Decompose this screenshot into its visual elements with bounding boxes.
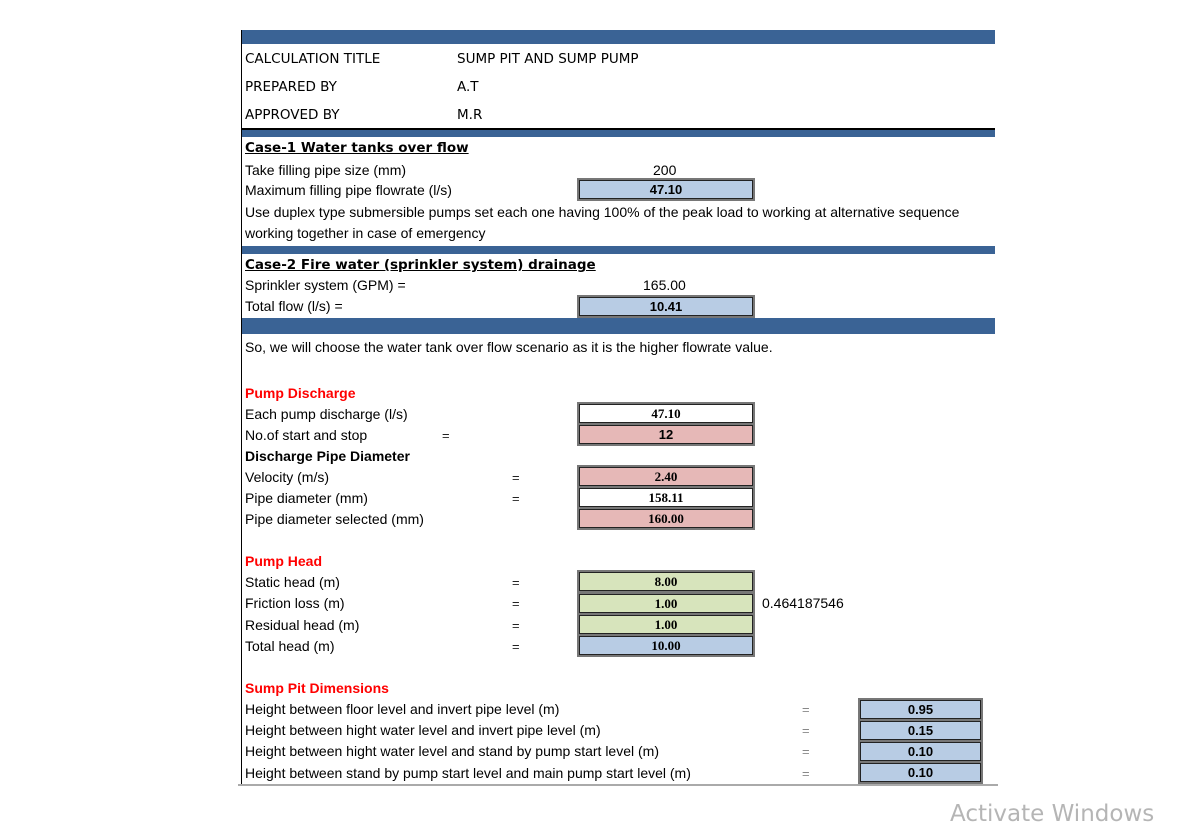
flow-value: 47.10 — [577, 178, 755, 201]
pit-row-label: Height between hight water level and sta… — [245, 743, 659, 759]
total-flow-value: 10.41 — [577, 295, 755, 318]
section-band — [242, 246, 995, 254]
note-line-1: Use duplex type submersible pumps set ea… — [245, 204, 960, 220]
equals: = — [802, 766, 810, 781]
pit-row-label: Height between floor level and invert pi… — [245, 701, 560, 717]
starts-value: 12 — [577, 423, 755, 446]
sump-pit-heading: Sump Pit Dimensions — [245, 680, 389, 696]
gpm-label: Sprinkler system (GPM) = — [245, 277, 406, 293]
prepared-by-value: A.T — [457, 79, 479, 95]
pit-row-label: Height between stand by pump start level… — [245, 765, 691, 781]
each-pump-value: 47.10 — [577, 402, 755, 425]
calc-title-label: CALCULATION TITLE — [245, 51, 381, 67]
equals: = — [802, 702, 810, 717]
pipe-size-label: Take filling pipe size (mm) — [245, 162, 407, 178]
friction-value: 1.00 — [577, 592, 755, 615]
selected-diameter-value: 160.00 — [577, 507, 755, 530]
pit-row-label: Height between hight water level and inv… — [245, 722, 601, 738]
case1-heading: Case-1 Water tanks over flow — [245, 140, 469, 156]
section-band — [242, 318, 995, 334]
diameter-value: 158.11 — [577, 486, 755, 509]
approved-by-value: M.R — [457, 107, 483, 123]
pit-row-value: 0.10 — [858, 740, 983, 763]
bottom-border — [238, 784, 998, 786]
residual-value: 1.00 — [577, 613, 755, 636]
velocity-value: 2.40 — [577, 465, 755, 488]
equals: = — [512, 575, 520, 590]
velocity-label: Velocity (m/s) — [245, 469, 330, 485]
equals: = — [442, 428, 450, 443]
pipe-heading: Discharge Pipe Diameter — [245, 448, 410, 464]
equals: = — [512, 639, 520, 654]
flow-label: Maximum filling pipe flowrate (l/s) — [245, 182, 452, 198]
equals: = — [512, 596, 520, 611]
equals: = — [802, 744, 810, 759]
gpm-value: 165.00 — [643, 277, 686, 293]
starts-label: No.of start and stop — [245, 427, 368, 443]
static-head-value: 8.00 — [577, 570, 755, 593]
prepared-by-label: PREPARED BY — [245, 79, 337, 95]
equals: = — [512, 618, 520, 633]
total-head-label: Total head (m) — [245, 638, 335, 654]
residual-label: Residual head (m) — [245, 617, 360, 633]
section-band — [242, 130, 995, 137]
equals: = — [512, 470, 520, 485]
pit-row-value: 0.10 — [858, 761, 983, 784]
activate-windows-watermark: Activate Windows — [950, 801, 1155, 827]
static-head-label: Static head (m) — [245, 574, 340, 590]
pit-row-value: 0.95 — [858, 698, 983, 721]
conclusion-text: So, we will choose the water tank over f… — [245, 339, 773, 355]
header-band — [242, 30, 995, 44]
case2-heading: Case-2 Fire water (sprinkler system) dra… — [245, 257, 596, 273]
equals: = — [512, 491, 520, 506]
diameter-label: Pipe diameter (mm) — [245, 490, 368, 506]
divider — [242, 128, 995, 130]
total-flow-label: Total flow (l/s) = — [245, 298, 343, 314]
pipe-size-value: 200 — [653, 162, 677, 178]
approved-by-label: APPROVED BY — [245, 107, 340, 123]
pump-discharge-heading: Pump Discharge — [245, 385, 356, 401]
pump-head-heading: Pump Head — [245, 553, 323, 569]
each-pump-label: Each pump discharge (l/s) — [245, 406, 408, 422]
equals: = — [802, 723, 810, 738]
note-line-2: working together in case of emergency — [245, 225, 486, 241]
calc-title-value: SUMP PIT AND SUMP PUMP — [457, 51, 639, 67]
friction-note: 0.464187546 — [762, 595, 844, 611]
pit-row-value: 0.15 — [858, 719, 983, 742]
total-head-value: 10.00 — [577, 634, 755, 657]
friction-label: Friction loss (m) — [245, 595, 345, 611]
selected-diameter-label: Pipe diameter selected (mm) — [245, 511, 424, 527]
left-border — [241, 30, 242, 785]
